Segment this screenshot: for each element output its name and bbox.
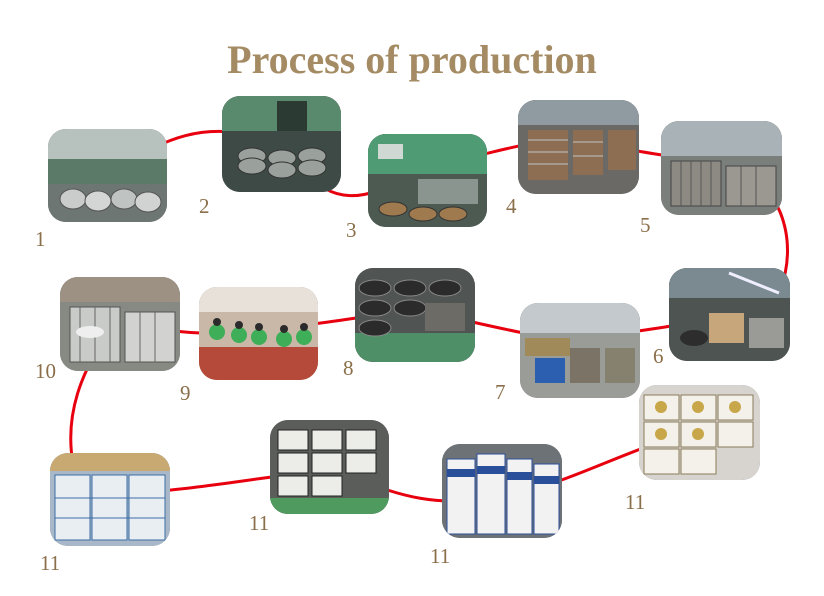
step-3-photo [368,134,487,227]
finished-pot-cages-photo [60,277,180,371]
step-8-number: 8 [339,356,358,382]
step-11c-photo [442,444,562,538]
step-6-photo [669,268,790,361]
page-title: Process of production [227,37,597,82]
step-5-number: 5 [636,213,655,239]
polishing-workshop-photo [669,268,790,361]
stamping-line-photo [368,134,487,227]
step-11d-number: 11 [621,490,650,516]
parts-crates-photo [520,303,640,398]
packed-cartons-photo [50,453,170,546]
step-11b-photo [270,420,389,514]
step-11d-photo [639,385,760,480]
step-2-number: 2 [195,194,214,220]
carton-stacks-photo [442,444,562,538]
step-3-number: 3 [342,218,361,244]
step-4-photo [518,100,639,194]
boxed-products-pallet-photo [270,420,389,514]
steel-coil-warehouse-photo [48,129,167,222]
assembly-line-workers-photo [199,287,318,380]
pot-racks-photo [518,100,639,194]
step-2-photo [222,96,341,192]
step-11c-number: 11 [426,544,455,570]
step-4-number: 4 [502,194,521,220]
step-7-number: 7 [491,380,510,406]
step-1-number: 1 [31,227,50,253]
step-5-photo [661,121,782,215]
step-11a-number: 11 [36,551,65,577]
step-1-photo [48,129,167,222]
step-8-photo [355,268,475,362]
step-10-photo [60,277,180,371]
step-7-photo [520,303,640,398]
step-11b-number: 11 [245,511,274,537]
pressing-machine-photo [222,96,341,192]
gift-box-stack-photo [639,385,760,480]
step-11a-photo [50,453,170,546]
step-10-number: 10 [31,359,60,385]
stacked-pots-photo [355,268,475,362]
step-9-photo [199,287,318,380]
step-6-number: 6 [649,344,668,370]
step-9-number: 9 [176,381,195,407]
storage-cages-photo [661,121,782,215]
